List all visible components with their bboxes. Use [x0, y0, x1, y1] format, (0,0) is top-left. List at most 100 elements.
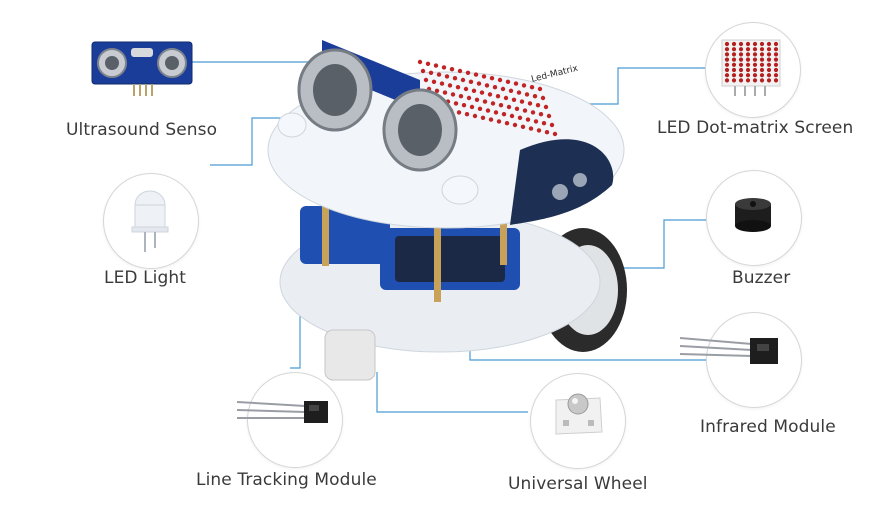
robot-matrix-dot — [498, 103, 504, 108]
robot-matrix-dot — [516, 90, 522, 95]
matrix-dot — [759, 52, 765, 57]
matrix-dot — [766, 67, 772, 73]
matrix-dot — [738, 67, 744, 73]
robot-matrix-dot — [474, 97, 480, 103]
matrix-dot — [731, 78, 737, 83]
robot-matrix-dot — [540, 95, 546, 101]
matrix-dot — [752, 52, 758, 57]
label-led-matrix: LED Dot-matrix Screen — [657, 118, 854, 138]
robot-matrix-dot — [524, 92, 530, 97]
matrix-dot — [752, 78, 758, 83]
robot-matrix-dot — [484, 83, 490, 88]
matrix-dot — [724, 62, 730, 67]
robot-matrix-dot — [541, 121, 547, 126]
robot-matrix-dot — [489, 76, 495, 81]
label-ultrasound: Ultrasound Senso — [66, 120, 218, 140]
label-buzzer: Buzzer — [732, 268, 791, 288]
leader-line-universal-wheel — [376, 372, 528, 413]
matrix-dot — [759, 47, 765, 52]
matrix-dot — [724, 57, 730, 62]
robot-matrix-dot — [495, 94, 501, 99]
matrix-dot — [759, 73, 765, 78]
robot-matrix-dot — [496, 119, 502, 124]
matrix-dot — [738, 78, 744, 83]
robot-matrix-dot — [512, 122, 518, 128]
robot-matrix-dot — [433, 63, 439, 68]
robot-matrix-dot — [471, 88, 477, 94]
label-infrared: Infrared Module — [700, 417, 836, 437]
robot-matrix-dot — [544, 130, 550, 135]
robot-matrix-dot — [511, 97, 517, 103]
robot-matrix-dot — [535, 103, 541, 108]
matrix-dot — [759, 67, 765, 73]
robot-matrix-dot — [479, 90, 485, 95]
robot-matrix-dot — [465, 70, 471, 76]
robot-matrix-dot — [508, 88, 514, 94]
matrix-dot — [773, 78, 779, 83]
robot-matrix-dot — [477, 106, 483, 112]
robot-matrix-dot — [549, 122, 555, 128]
robot-matrix-dot — [485, 108, 491, 113]
label-universal-wheel: Universal Wheel — [508, 474, 648, 494]
matrix-dot — [752, 67, 758, 73]
matrix-dot — [724, 41, 730, 47]
matrix-dot — [766, 57, 772, 62]
robot-matrix-dot — [536, 128, 542, 133]
robot-matrix-dot — [431, 79, 437, 85]
matrix-dot — [745, 62, 751, 67]
robot-matrix-dot — [425, 61, 431, 66]
robot-matrix-dot — [528, 126, 534, 131]
matrix-dot — [773, 62, 779, 67]
robot-matrix-dot — [530, 110, 536, 115]
robot-matrix-dot — [532, 94, 538, 99]
robot-matrix-dot — [464, 112, 470, 117]
matrix-dot — [759, 78, 765, 83]
matrix-dot — [731, 41, 737, 47]
matrix-dot — [724, 67, 730, 73]
robot-matrix-dot — [457, 68, 463, 74]
robot-matrix-dot — [423, 77, 429, 83]
robot-matrix-dot — [513, 81, 519, 86]
robot-matrix-dot — [492, 85, 498, 90]
robot-matrix-dot — [447, 83, 453, 88]
robot-matrix-dot — [537, 86, 543, 92]
robot-matrix-dot — [503, 95, 509, 101]
matrix-dot — [745, 41, 751, 47]
robot-matrix-dot — [473, 72, 479, 77]
robot-matrix-dot — [527, 101, 533, 106]
robot-matrix-dot — [480, 115, 486, 121]
matrix-dot — [766, 78, 772, 83]
matrix-dot — [731, 57, 737, 62]
robot-matrix-dot — [538, 112, 544, 117]
robot-matrix-dot — [482, 99, 488, 104]
robot-matrix-dot — [444, 74, 450, 79]
robot-matrix-dot — [543, 104, 549, 110]
robot-matrix-dot — [529, 85, 535, 90]
label-line-tracking: Line Tracking Module — [196, 470, 377, 490]
matrix-dot — [745, 73, 751, 78]
matrix-dot — [738, 62, 744, 67]
matrix-dot — [731, 52, 737, 57]
robot-matrix-dot — [460, 77, 466, 83]
matrix-dot — [738, 47, 744, 52]
robot-matrix-dot — [417, 59, 423, 65]
robot-matrix-dot — [476, 81, 482, 86]
board-text: Led-Matrix — [530, 64, 579, 85]
robot-matrix-dot — [463, 86, 469, 92]
matrix-dot — [731, 67, 737, 73]
matrix-dot — [759, 62, 765, 67]
matrix-dot — [759, 41, 765, 47]
robot-matrix-dot — [481, 74, 487, 79]
robot-matrix-dot — [497, 77, 503, 83]
robot-matrix-dot — [456, 110, 462, 115]
robot-matrix-dot — [493, 110, 499, 115]
robot-matrix-dot — [506, 104, 512, 110]
robot-matrix-dot — [434, 88, 440, 94]
robot-matrix-dot — [439, 81, 445, 86]
